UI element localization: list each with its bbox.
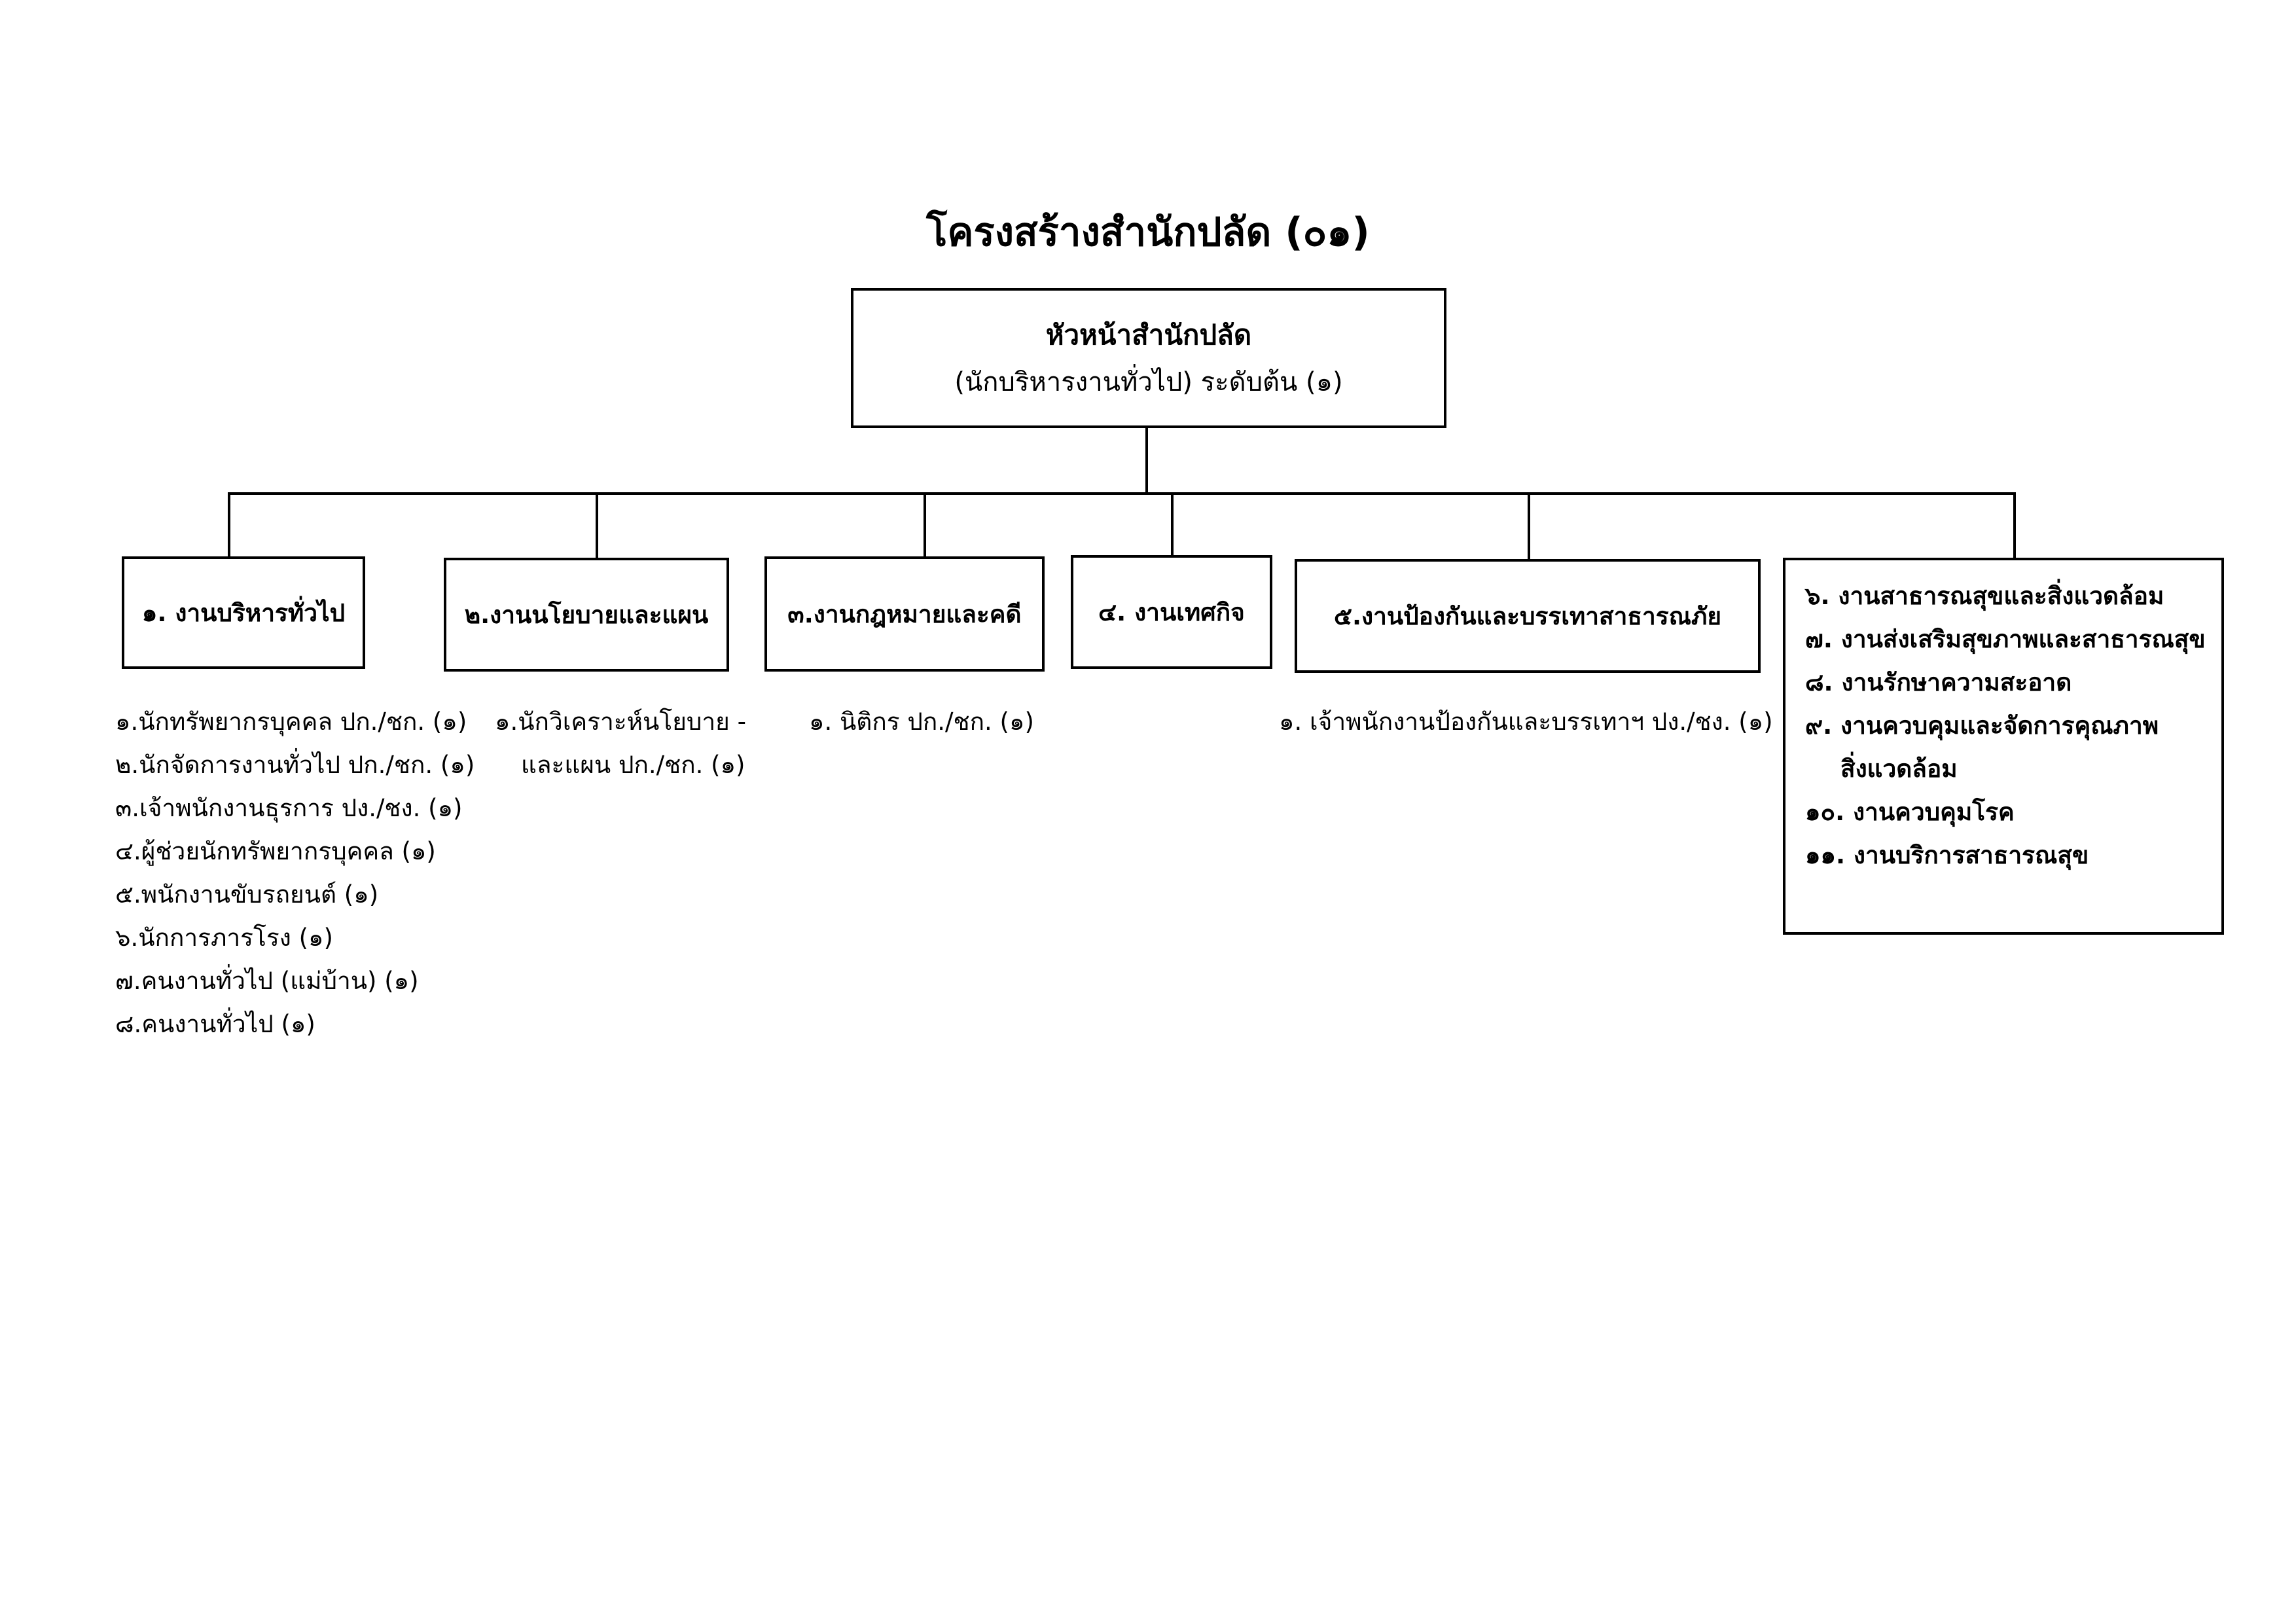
dept-6-item: สิ่งแวดล้อม [1840, 755, 1958, 783]
staff-item: ๑.นักวิเคราะห์นโยบาย - [495, 708, 746, 736]
dept-6-item: ๙. งานควบคุมและจัดการคุณภาพ [1805, 712, 2159, 740]
dept-5-box: ๕.งานป้องกันและบรรเทาสาธารณภัย [1295, 559, 1761, 673]
dept-3-staff-list: ๑. นิติกร ปก./ชก. (๑) [809, 700, 1034, 744]
dept-5-label: ๕.งานป้องกันและบรรเทาสาธารณภัย [1333, 602, 1722, 630]
staff-item: ๔.ผู้ช่วยนักทรัพยากรบุคคล (๑) [115, 837, 436, 865]
staff-item: ๕.พนักงานขับรถยนต์ (๑) [115, 880, 379, 909]
dept-6-box: ๖. งานสาธารณสุขและสิ่งแวดล้อม ๗. งานส่งเ… [1783, 558, 2224, 935]
head-office-title: หัวหน้าสำนักปลัด [1045, 319, 1252, 351]
dept-1-box: ๑. งานบริหารทั่วไป [122, 556, 365, 669]
horizontal-bus-line [228, 492, 2016, 495]
dept-2-staff-list: ๑.นักวิเคราะห์นโยบาย - และแผน ปก./ชก. (๑… [495, 700, 746, 787]
staff-item: ๘.คนงานทั่วไป (๑) [115, 1010, 315, 1038]
dept-3-label: ๓.งานกฎหมายและคดี [787, 600, 1022, 628]
dept-6-item: ๑๑. งานบริการสาธารณสุข [1805, 841, 2089, 869]
staff-item: และแผน ปก./ชก. (๑) [521, 751, 745, 779]
staff-item: ๓.เจ้าพนักงานธุรการ ปง./ชง. (๑) [115, 794, 463, 822]
dept-1-label: ๑. งานบริหารทั่วไป [141, 598, 346, 627]
dept-6-item: ๘. งานรักษาความสะอาด [1805, 668, 2072, 696]
head-office-box: หัวหน้าสำนักปลัด (นักบริหารงานทั่วไป) ระ… [851, 288, 1446, 428]
staff-item: ๖.นักการภารโรง (๑) [115, 924, 333, 952]
staff-item: ๑. นิติกร ปก./ชก. (๑) [809, 708, 1034, 736]
dept-5-staff-list: ๑. เจ้าพนักงานป้องกันและบรรเทาฯ ปง./ชง. … [1279, 700, 1773, 744]
dept-2-box: ๒.งานนโยบายและแผน [444, 558, 729, 672]
dept-1-staff-list: ๑.นักทรัพยากรบุคคล ปก./ชก. (๑) ๒.นักจัดก… [115, 700, 475, 1046]
dept-4-box: ๔. งานเทศกิจ [1071, 555, 1272, 669]
staff-item: ๗.คนงานทั่วไป (แม่บ้าน) (๑) [115, 967, 419, 995]
dept-2-label: ๒.งานนโยบายและแผน [464, 600, 709, 629]
dept-6-item: ๑๐. งานควบคุมโรค [1805, 798, 2015, 826]
staff-item: ๑. เจ้าพนักงานป้องกันและบรรเทาฯ ปง./ชง. … [1279, 708, 1773, 736]
head-connector-line [1145, 428, 1148, 494]
dept-1-connector-line [228, 492, 230, 558]
chart-title: โครงสร้างสำนักปลัด (๐๑) [926, 209, 1370, 255]
staff-item: ๒.นักจัดการงานทั่วไป ปก./ชก. (๑) [115, 751, 475, 779]
dept-6-item: ๗. งานส่งเสริมสุขภาพและสาธารณสุข [1805, 625, 2206, 653]
dept-3-box: ๓.งานกฎหมายและคดี [764, 556, 1045, 672]
dept-2-connector-line [596, 492, 598, 559]
dept-3-connector-line [924, 492, 926, 558]
dept-4-label: ๔. งานเทศกิจ [1098, 598, 1245, 626]
dept-5-connector-line [1528, 492, 1530, 560]
dept-6-item: ๖. งานสาธารณสุขและสิ่งแวดล้อม [1805, 582, 2164, 610]
dept-4-connector-line [1171, 492, 1174, 556]
dept-6-connector-line [2013, 492, 2016, 559]
staff-item: ๑.นักทรัพยากรบุคคล ปก./ชก. (๑) [115, 708, 467, 736]
head-office-position: (นักบริหารงานทั่วไป) ระดับต้น (๑) [954, 367, 1343, 397]
